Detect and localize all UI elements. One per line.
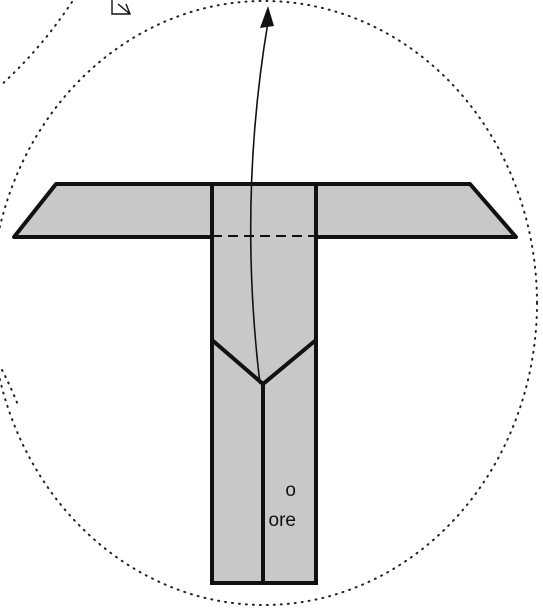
left-flap <box>12 182 214 239</box>
instruction-text-line-1: o <box>285 480 296 501</box>
instruction-text-line-2: ore <box>269 510 296 531</box>
t-shape-paper <box>12 182 518 585</box>
bracket-arrow-icon <box>111 0 132 15</box>
previous-view-dotted-arc <box>0 1 73 87</box>
curved-up-arrow-icon <box>249 6 274 385</box>
right-flap <box>314 182 518 239</box>
previous-view-lower-dotted-arc <box>1 369 19 406</box>
